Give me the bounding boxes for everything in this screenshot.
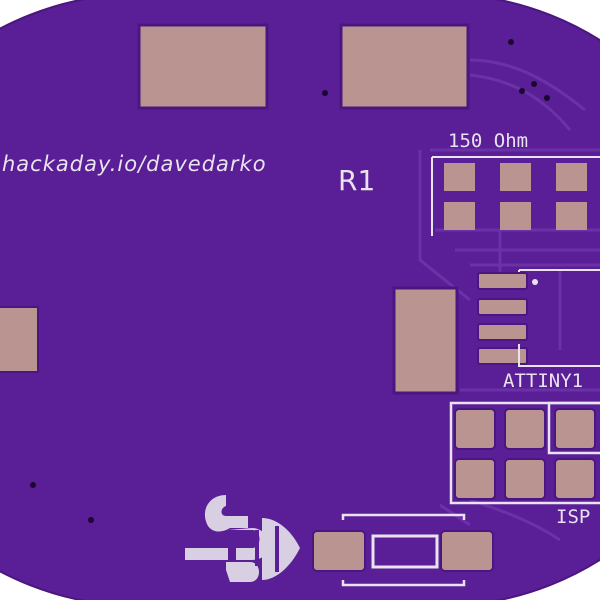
isp-label: ISP [556, 506, 591, 528]
via [322, 90, 328, 96]
resistor-array-pads [444, 163, 587, 230]
resistor-designator: R1 [338, 164, 376, 197]
resistor-value-label: 150 Ohm [448, 130, 529, 152]
via [531, 81, 537, 87]
resistor-array-outline [431, 156, 600, 236]
bottom-component-body [371, 534, 439, 569]
via [508, 39, 514, 45]
pad-top-right [339, 23, 470, 110]
pad-left-edge [0, 306, 39, 373]
isp-outline [449, 401, 600, 505]
hackaday-jolly-wrencher-icon [185, 495, 300, 582]
via [544, 95, 550, 101]
mcu-outline-bottom [518, 344, 600, 367]
pad-r1 [392, 286, 459, 395]
pad-top-left [137, 23, 269, 110]
bottom-component-outline [341, 513, 466, 587]
vias [30, 39, 550, 523]
mcu-pads [477, 272, 528, 365]
url-label: hackaday.io/davedarko [2, 152, 267, 176]
via [519, 88, 525, 94]
mcu-pin1-marker [532, 279, 538, 285]
pad-bottom-right [440, 530, 494, 572]
isp-pads [454, 408, 596, 500]
via [30, 482, 36, 488]
mcu-label: ATTINY1 [503, 370, 584, 392]
via [88, 517, 94, 523]
isp-pin1-frame [547, 401, 600, 455]
pad-bottom-left [312, 530, 366, 572]
